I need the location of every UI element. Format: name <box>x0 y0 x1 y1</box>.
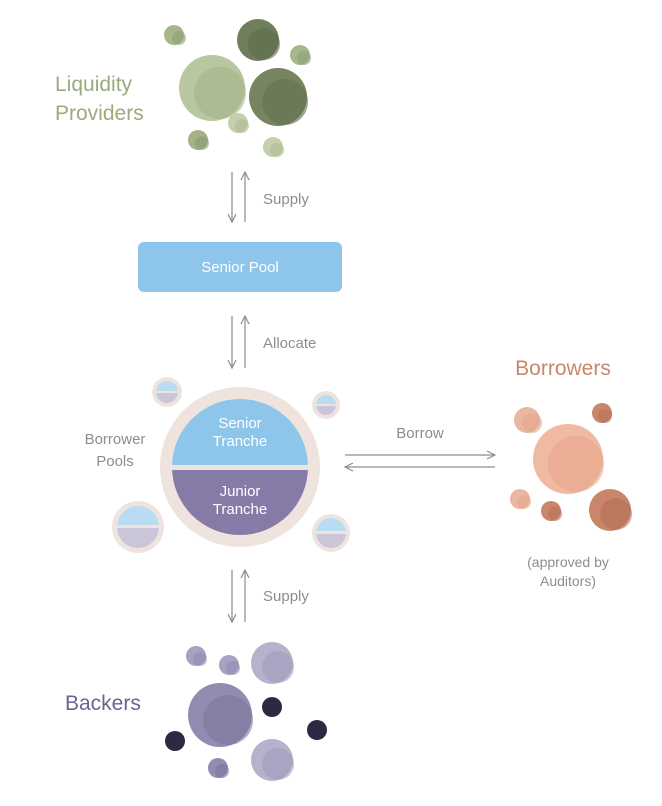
bubble-icon <box>228 113 249 133</box>
left-right-arrows-icon <box>345 455 495 467</box>
bubble-icon <box>589 489 632 531</box>
up-down-arrows-icon <box>232 316 245 368</box>
junior-tranche-label-line2: Tranche <box>213 501 267 518</box>
senior-tranche-label-line2: Tranche <box>213 433 267 450</box>
bubble-icon <box>188 683 253 747</box>
junior-tranche-label-line1: Junior <box>220 483 261 500</box>
bubble-icon <box>592 403 612 423</box>
bubble-icon <box>249 68 308 126</box>
borrower-pool-main: Senior Tranche Junior Tranche <box>160 387 320 547</box>
up-down-arrows-icon <box>232 570 245 622</box>
bubble-icon <box>510 489 531 509</box>
bubble-icon <box>263 137 284 157</box>
bubble-icon <box>251 642 294 684</box>
senior-pool-label: Senior Pool <box>201 259 279 276</box>
bubble-icon <box>533 424 604 494</box>
mini-pool-icon <box>112 501 164 553</box>
liquidity-providers-title-line1: Liquidity <box>55 73 133 96</box>
flow-label-borrow: Borrow <box>396 425 444 442</box>
borrowers-bubbles <box>510 403 632 531</box>
borrower-pools-label-line2: Pools <box>96 453 134 470</box>
bubble-icon <box>164 25 186 45</box>
bubble-icon <box>251 739 294 781</box>
bubble-icon <box>188 130 209 150</box>
bubble-icon <box>179 55 246 121</box>
flow-label-allocate: Allocate <box>263 335 316 352</box>
mini-pool-icon <box>152 377 182 407</box>
borrowers-note-line1: (approved by <box>527 554 609 570</box>
liquidity-providers-title-line2: Providers <box>55 102 144 125</box>
borrowers-note-line2: Auditors) <box>540 573 596 589</box>
bubble-icon <box>186 646 207 666</box>
bubble-icon <box>219 655 240 675</box>
borrowers-title: Borrowers <box>515 357 611 380</box>
flow-label-supply-bottom: Supply <box>263 588 309 605</box>
bubble-icon <box>290 45 311 65</box>
up-down-arrows-icon <box>232 172 245 222</box>
senior-pool-box <box>138 242 342 292</box>
bubble-icon <box>165 731 185 751</box>
bubble-icon <box>541 501 562 521</box>
borrower-pools-label-line1: Borrower <box>85 431 146 448</box>
bubble-icon <box>237 19 280 61</box>
bubble-icon <box>262 697 282 717</box>
senior-tranche-label-line1: Senior <box>218 415 261 432</box>
bubble-icon <box>307 720 327 740</box>
mini-pool-icon <box>312 391 340 419</box>
bubble-icon <box>514 407 542 433</box>
mini-pool-icon <box>312 514 350 552</box>
backers-title: Backers <box>65 692 141 715</box>
backers-bubbles <box>165 642 327 781</box>
flow-label-supply-top: Supply <box>263 191 309 208</box>
liquidity-providers-bubbles <box>164 19 311 157</box>
bubble-icon <box>208 758 229 778</box>
